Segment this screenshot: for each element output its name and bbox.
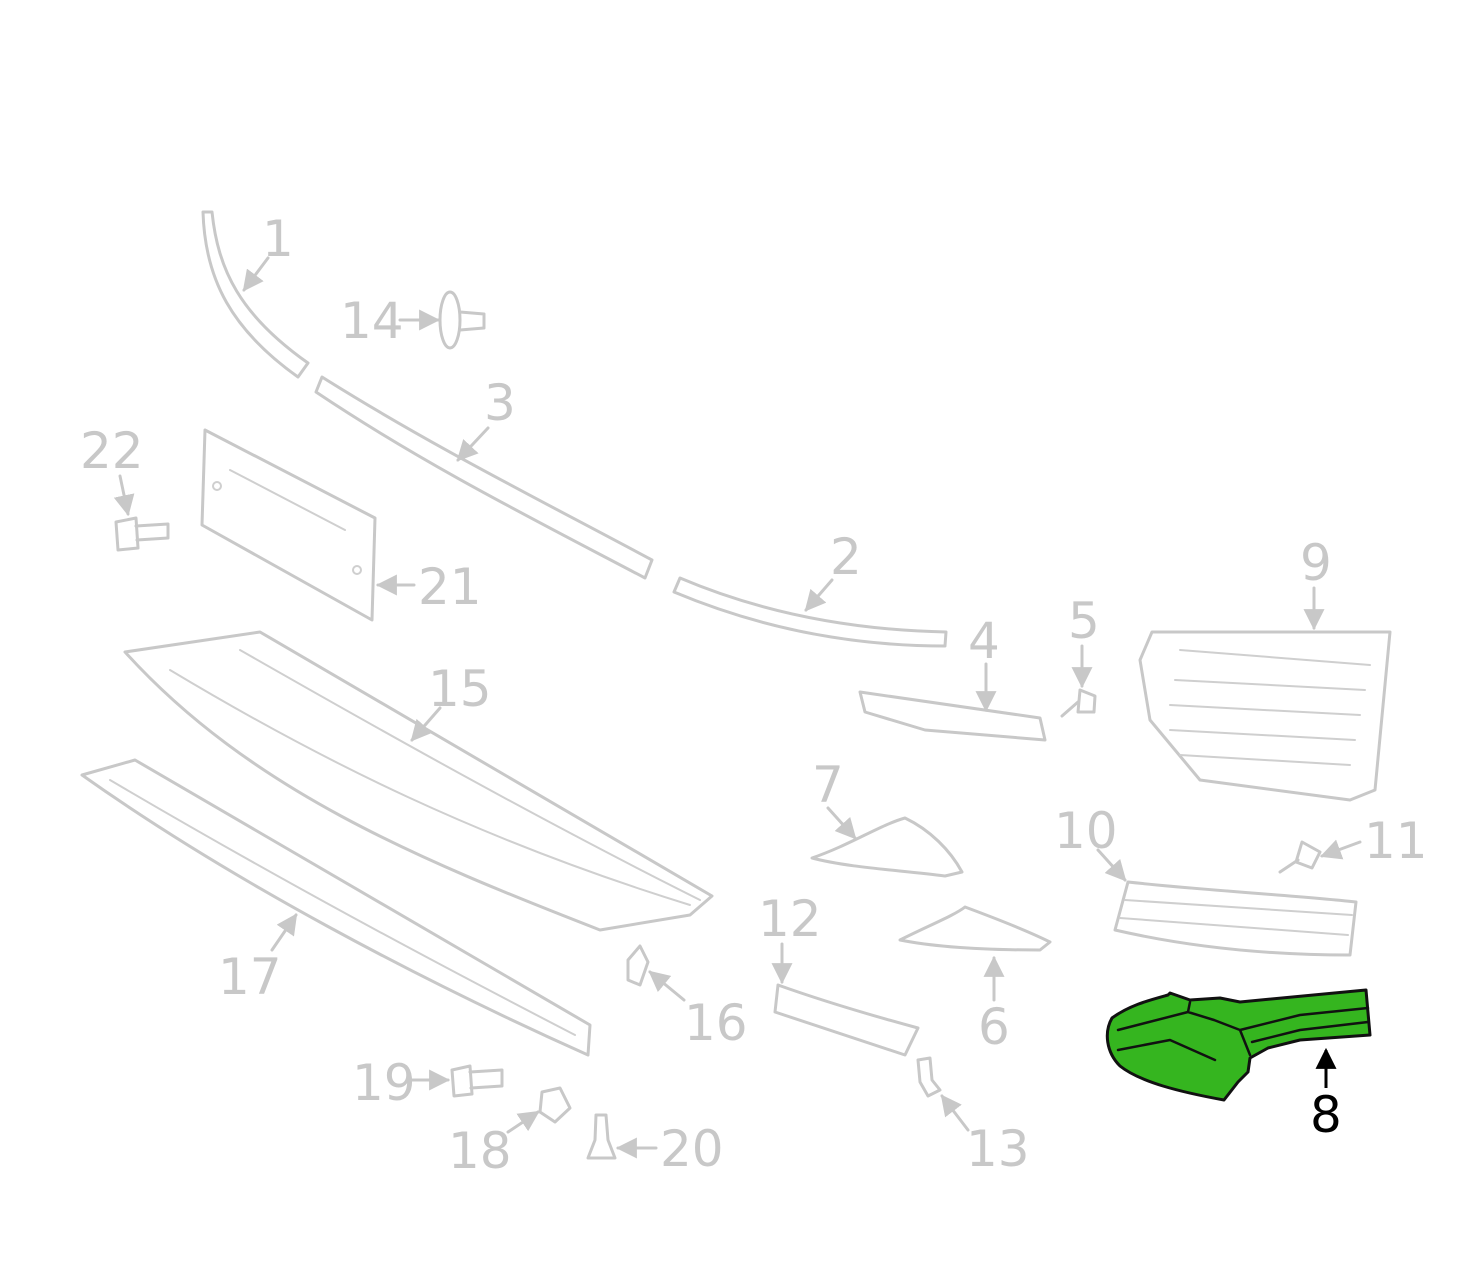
part-11-screw xyxy=(1278,840,1322,874)
callout-21: 21 xyxy=(418,558,482,616)
part-18-nut-clip xyxy=(538,1086,572,1124)
callout-labels: 1 14 3 22 21 2 5 4 9 15 7 10 11 12 6 17 … xyxy=(80,210,1428,1180)
callout-16: 16 xyxy=(684,994,748,1052)
part-3-molding-strip xyxy=(314,375,654,580)
callout-12: 12 xyxy=(758,890,822,948)
callout-14: 14 xyxy=(340,292,404,350)
leader-2 xyxy=(804,578,834,612)
leader-11 xyxy=(1320,839,1362,860)
part-15-lower-cover xyxy=(123,630,714,932)
part-21-license-bracket xyxy=(200,428,377,622)
leader-18 xyxy=(506,1110,540,1134)
callout-6: 6 xyxy=(978,998,1010,1056)
callout-18: 18 xyxy=(448,1122,512,1180)
callout-5: 5 xyxy=(1068,592,1100,650)
part-5-screw xyxy=(1060,688,1097,718)
part-17-lower-shield xyxy=(80,758,592,1057)
callout-15: 15 xyxy=(428,660,492,718)
part-6-corner-piece xyxy=(898,905,1052,952)
leader-16 xyxy=(648,970,686,1002)
callout-17: 17 xyxy=(218,948,282,1006)
callout-10: 10 xyxy=(1054,802,1118,860)
callout-2: 2 xyxy=(830,528,862,586)
callout-13: 13 xyxy=(966,1120,1030,1178)
leader-3 xyxy=(456,426,490,462)
leader-10 xyxy=(1096,848,1127,882)
callout-19: 19 xyxy=(352,1054,416,1112)
leader-15 xyxy=(410,706,442,742)
callout-1: 1 xyxy=(262,210,294,268)
leader-22 xyxy=(113,474,135,517)
part-14-push-pin xyxy=(438,290,486,350)
part-12-trim-strip xyxy=(773,983,920,1057)
part-8-air-deflector[interactable] xyxy=(1105,988,1372,1102)
callout-4: 4 xyxy=(968,612,1000,670)
leader-17 xyxy=(270,913,298,952)
leader-13 xyxy=(940,1094,970,1132)
callout-3: 3 xyxy=(484,374,516,432)
part-22-bolt xyxy=(114,516,170,552)
part-2-molding-strip xyxy=(672,576,948,648)
part-19-bolt xyxy=(450,1064,504,1098)
callout-20: 20 xyxy=(660,1120,724,1178)
part-16-clip xyxy=(626,944,650,987)
callout-11: 11 xyxy=(1364,812,1428,870)
part-7-corner-piece xyxy=(810,816,964,878)
part-10-grille-bar xyxy=(1113,880,1358,957)
part-1-upper-molding xyxy=(201,210,310,379)
part-20-push-pin xyxy=(586,1113,617,1160)
leader-7 xyxy=(826,806,857,840)
callout-8: 8 xyxy=(1310,1086,1342,1144)
callout-9: 9 xyxy=(1300,534,1332,592)
part-4-trim xyxy=(858,690,1047,742)
callout-7: 7 xyxy=(812,756,844,814)
leader-lines xyxy=(113,256,1362,1159)
callout-22: 22 xyxy=(80,422,144,480)
part-13-screw xyxy=(916,1056,942,1098)
part-9-grille xyxy=(1138,630,1392,802)
leader-1 xyxy=(242,256,270,292)
